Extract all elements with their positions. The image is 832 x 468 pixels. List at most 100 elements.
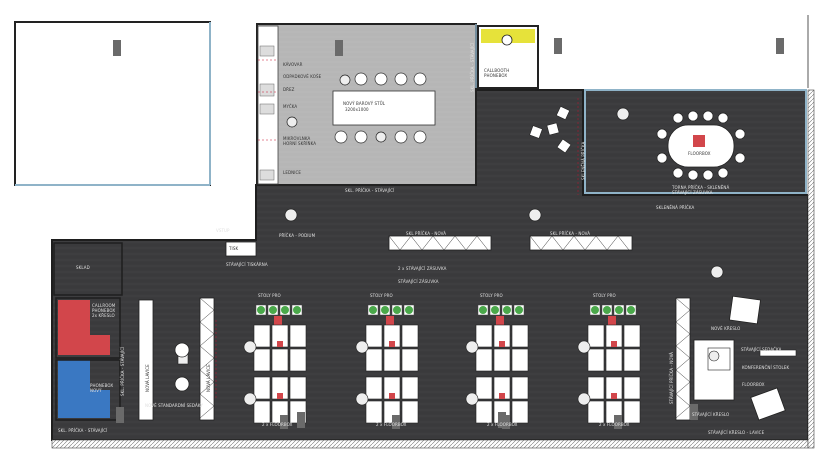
- dimension-lines: [215, 59, 579, 400]
- plant: [627, 306, 635, 314]
- plant: [503, 306, 511, 314]
- label-mikrovlnka: MIKROVLNKA: [283, 136, 311, 141]
- column: [392, 415, 400, 429]
- desk: [511, 376, 529, 400]
- floorbox-marker: [611, 341, 617, 347]
- label-vertical-meeting: SKLENĚNÁ PŘÍČKA: [581, 141, 586, 180]
- floorbox-marker: [389, 393, 395, 399]
- plant: [405, 306, 413, 314]
- label-entrance: VSTUP: [216, 228, 230, 233]
- label-horni-skrinka: HORNÍ SKŘÍŇKA: [283, 141, 317, 146]
- label-lounge-2: STÁVAJÍCÍ SEDAČKA: [741, 347, 782, 352]
- label-mycka: MYČKA: [283, 104, 298, 109]
- label-desk-note-1: 2 x STÁVAJÍCÍ ZÁSUVKA: [398, 266, 447, 271]
- chair: [243, 340, 257, 354]
- cluster-marker: [274, 316, 282, 326]
- desk: [253, 376, 271, 400]
- plant: [281, 306, 289, 314]
- desk: [401, 348, 419, 372]
- desk: [493, 348, 511, 372]
- desk: [253, 348, 271, 372]
- label-blue-room-sub: NOVÝ: [90, 388, 102, 393]
- desk: [475, 376, 493, 400]
- label-vertical-left: SKL. PŘÍČKA - STÁVAJÍCÍ: [120, 346, 125, 396]
- desk: [587, 348, 605, 372]
- plant: [293, 306, 301, 314]
- cluster-marker: [608, 316, 616, 326]
- plant: [515, 306, 523, 314]
- floorbox-marker: [277, 393, 283, 399]
- chair: [577, 392, 591, 406]
- desk: [383, 348, 401, 372]
- label-floorbox-4: 2 x FLOORBOX: [599, 422, 630, 427]
- left-rooms: [53, 241, 257, 423]
- label-tisk-sub: STÁVAJÍCÍ TISKÁRNA: [226, 262, 268, 267]
- desk: [289, 376, 307, 400]
- desk: [271, 348, 289, 372]
- label-vertical-kitchen: SKL. PŘÍČKA - STÁVAJÍCÍ: [470, 42, 475, 92]
- column: [614, 415, 622, 429]
- desk: [253, 400, 271, 424]
- floorbox-marker: [389, 341, 395, 347]
- right-edge: [807, 89, 815, 449]
- label-cluster-3: STOLY PRO: [480, 293, 503, 298]
- desk: [365, 324, 383, 348]
- label-podium: PŘÍČKA - PODIUM: [279, 233, 316, 238]
- plant: [615, 306, 623, 314]
- desk: [289, 348, 307, 372]
- label-sklad: SKLAD: [76, 265, 90, 270]
- label-floorbox-meeting: FLOORBOX: [688, 151, 711, 156]
- chair: [465, 392, 479, 406]
- desk: [401, 376, 419, 400]
- desk: [587, 324, 605, 348]
- desk: [511, 348, 529, 372]
- desk-clusters: [243, 304, 641, 429]
- label-lounge-1: NOVÉ KŘESLO: [711, 326, 741, 331]
- desk: [253, 324, 271, 348]
- label-corridor-2: SKL PŘÍČKA - NOVÁ: [550, 231, 591, 236]
- pod-seating: [138, 297, 215, 421]
- label-lounge-4: FLOORBOX: [742, 382, 765, 387]
- label-blue-room: PHONEBOX: [90, 383, 114, 388]
- chair: [355, 340, 369, 354]
- label-desk-note-2: STÁVAJÍCÍ ZÁSUVKA: [398, 279, 439, 284]
- desk: [289, 324, 307, 348]
- desk: [365, 348, 383, 372]
- label-red-room-sub2: 2x KŘESLO: [92, 313, 115, 318]
- plant: [269, 306, 277, 314]
- desk: [587, 400, 605, 424]
- desk: [623, 324, 641, 348]
- label-meeting-note-2: STÁVAJÍCÍ ZÁSUVKA: [672, 190, 713, 195]
- room-top-left: [14, 21, 211, 186]
- label-lednice: LEDNICE: [283, 170, 302, 175]
- label-red-room: CALLROOM: [92, 303, 116, 308]
- plant: [603, 306, 611, 314]
- label-lounge-5: STÁVAJÍCÍ KŘESLO: [692, 412, 730, 417]
- desk: [475, 324, 493, 348]
- plant: [393, 306, 401, 314]
- label-kavovar: KÁVOVAR: [283, 62, 303, 67]
- plant: [257, 306, 265, 314]
- desk: [587, 376, 605, 400]
- chair: [465, 340, 479, 354]
- desk: [401, 324, 419, 348]
- label-bottom-note: SKL. PŘÍČKA - STÁVAJÍCÍ: [58, 428, 108, 433]
- floorbox-marker: [611, 393, 617, 399]
- corridor-stools: [529, 105, 572, 154]
- label-vertical-right: STÁVAJÍCÍ PŘÍČKA - NOVÁ: [669, 352, 674, 404]
- label-pod-lavice: NOVÉ STANDARDNÍ SEDÁKY: [145, 403, 203, 408]
- people: [284, 208, 724, 279]
- desk: [365, 376, 383, 400]
- desk: [511, 400, 529, 424]
- plant: [491, 306, 499, 314]
- label-bench-mid: NOVÁ LAVICE: [206, 364, 211, 392]
- desk: [511, 324, 529, 348]
- label-drez: DŘEZ: [283, 87, 295, 92]
- desk: [365, 400, 383, 424]
- cluster-marker: [496, 316, 504, 326]
- label-tisk: TISK: [229, 246, 239, 251]
- plant: [381, 306, 389, 314]
- desk: [475, 348, 493, 372]
- corridor-shelves: [388, 235, 633, 251]
